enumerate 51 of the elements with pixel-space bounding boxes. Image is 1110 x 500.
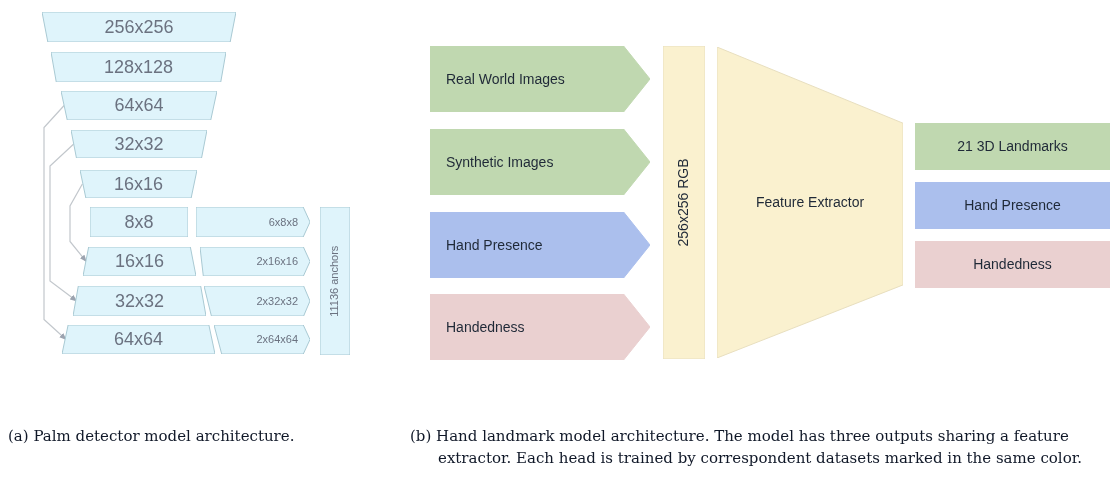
layer-label: 16x16 xyxy=(113,172,163,196)
feature-extractor-trapezoid xyxy=(717,47,903,358)
layer-label: 21 3D Landmarks xyxy=(957,137,1068,156)
layer-label: 2x64x64 xyxy=(256,332,298,348)
layer-label: 64x64 xyxy=(113,328,163,351)
layer-box xyxy=(90,207,188,237)
dataset-arrow-shape xyxy=(430,46,650,112)
anchors-bar xyxy=(320,207,350,355)
layer-label: Synthetic Images xyxy=(446,152,554,172)
figure-caption: (b) Hand landmark model architecture. The model has three outputs sharing a feature extractor. Each head is trained by correspondent datasets marked in the same color. xyxy=(410,426,1083,469)
layer-label: Hand Presence xyxy=(964,196,1061,215)
dataset-arrow-shape xyxy=(430,129,650,195)
layer-label: Handedness xyxy=(973,255,1052,274)
layer-trapezoid xyxy=(42,12,236,42)
output-arrow-shape xyxy=(196,207,310,237)
layer-label: 32x32 xyxy=(114,132,164,156)
layer-label: 256x256 xyxy=(104,15,174,39)
layer-label: Handedness xyxy=(446,317,525,337)
output-head-box xyxy=(915,123,1110,170)
layer-label: 256x256 RGB xyxy=(674,158,693,247)
output-head-box xyxy=(915,182,1110,229)
layer-trapezoid xyxy=(83,247,196,276)
layer-label: 2x16x16 xyxy=(256,254,298,270)
input-bar xyxy=(663,46,705,359)
output-arrow-shape xyxy=(204,286,310,316)
layer-label: Hand Presence xyxy=(446,235,543,255)
layer-trapezoid xyxy=(73,286,206,316)
layer-trapezoid xyxy=(51,52,226,82)
layer-trapezoid xyxy=(62,325,215,354)
skip-connection-arrow xyxy=(49,143,78,302)
layer-label: 8x8 xyxy=(124,210,154,234)
layer-label: 32x32 xyxy=(114,289,164,313)
output-arrow-shape xyxy=(214,325,310,354)
layer-label: 64x64 xyxy=(114,94,164,117)
layer-trapezoid xyxy=(71,130,207,158)
dataset-arrow-shape xyxy=(430,212,650,278)
skip-connection-arrow xyxy=(43,104,67,341)
output-head-box xyxy=(915,241,1110,288)
layer-label: Real World Images xyxy=(446,69,565,89)
layer-label: 6x8x8 xyxy=(268,214,298,230)
layer-trapezoid xyxy=(61,91,217,120)
layer-label: 11136 anchors xyxy=(327,245,342,317)
figure-caption: (a) Palm detector model architecture. xyxy=(8,426,296,447)
layer-trapezoid xyxy=(80,170,197,198)
dataset-arrow-shape xyxy=(430,294,650,360)
layer-label: 128x128 xyxy=(103,55,174,79)
layer-label: 2x32x32 xyxy=(256,293,298,309)
layer-label: 16x16 xyxy=(114,250,164,273)
skip-connection-arrow xyxy=(69,183,87,263)
output-arrow-shape xyxy=(200,247,310,276)
layer-label: Feature Extractor xyxy=(755,193,865,212)
